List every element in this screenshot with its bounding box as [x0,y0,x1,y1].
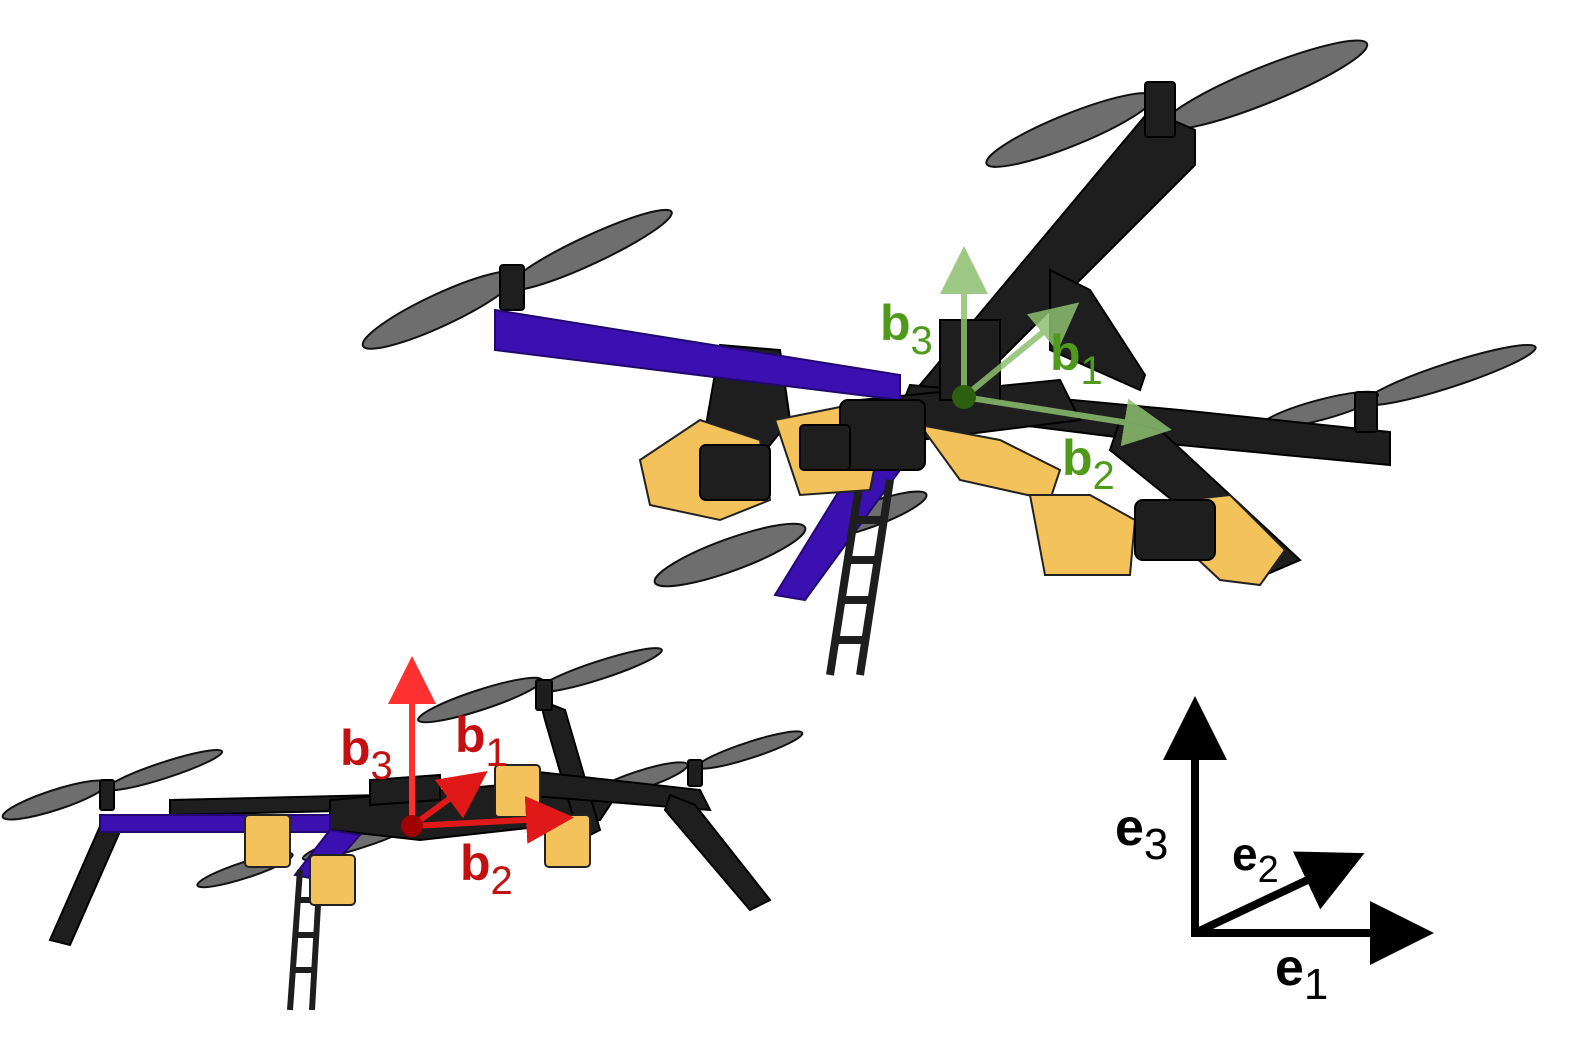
green-b1-axis [962,302,1080,400]
red-b1-label: b1 [455,707,508,775]
green-origin-dot [952,385,976,409]
landing-ladder [826,479,894,676]
red-b1-axis [410,770,488,829]
inertial-frame: e3 e2 e1 [1115,696,1434,1009]
e2-axis [1193,851,1365,937]
e3-label: e3 [1115,799,1168,869]
e2-label: e2 [1232,828,1279,891]
green-body-frame: b3 b1 b2 [880,246,1172,498]
frame-arms [499,81,1391,577]
green-b2-label: b2 [1062,430,1115,498]
e1-label: e1 [1275,939,1328,1009]
green-b3-label: b3 [880,295,933,363]
propeller-icon [361,39,1537,588]
green-b2-axis [963,394,1172,447]
red-b2-label: b2 [460,835,513,903]
red-origin-dot [401,815,423,837]
red-b2-axis [411,795,574,844]
servo-blocks [699,399,1216,561]
red-b3-label: b3 [340,720,393,788]
propeller-icon [1,647,804,889]
green-b1-label: b1 [1050,325,1103,393]
large-drone [361,39,1537,676]
red-body-frame: b3 b1 b2 [340,656,574,903]
